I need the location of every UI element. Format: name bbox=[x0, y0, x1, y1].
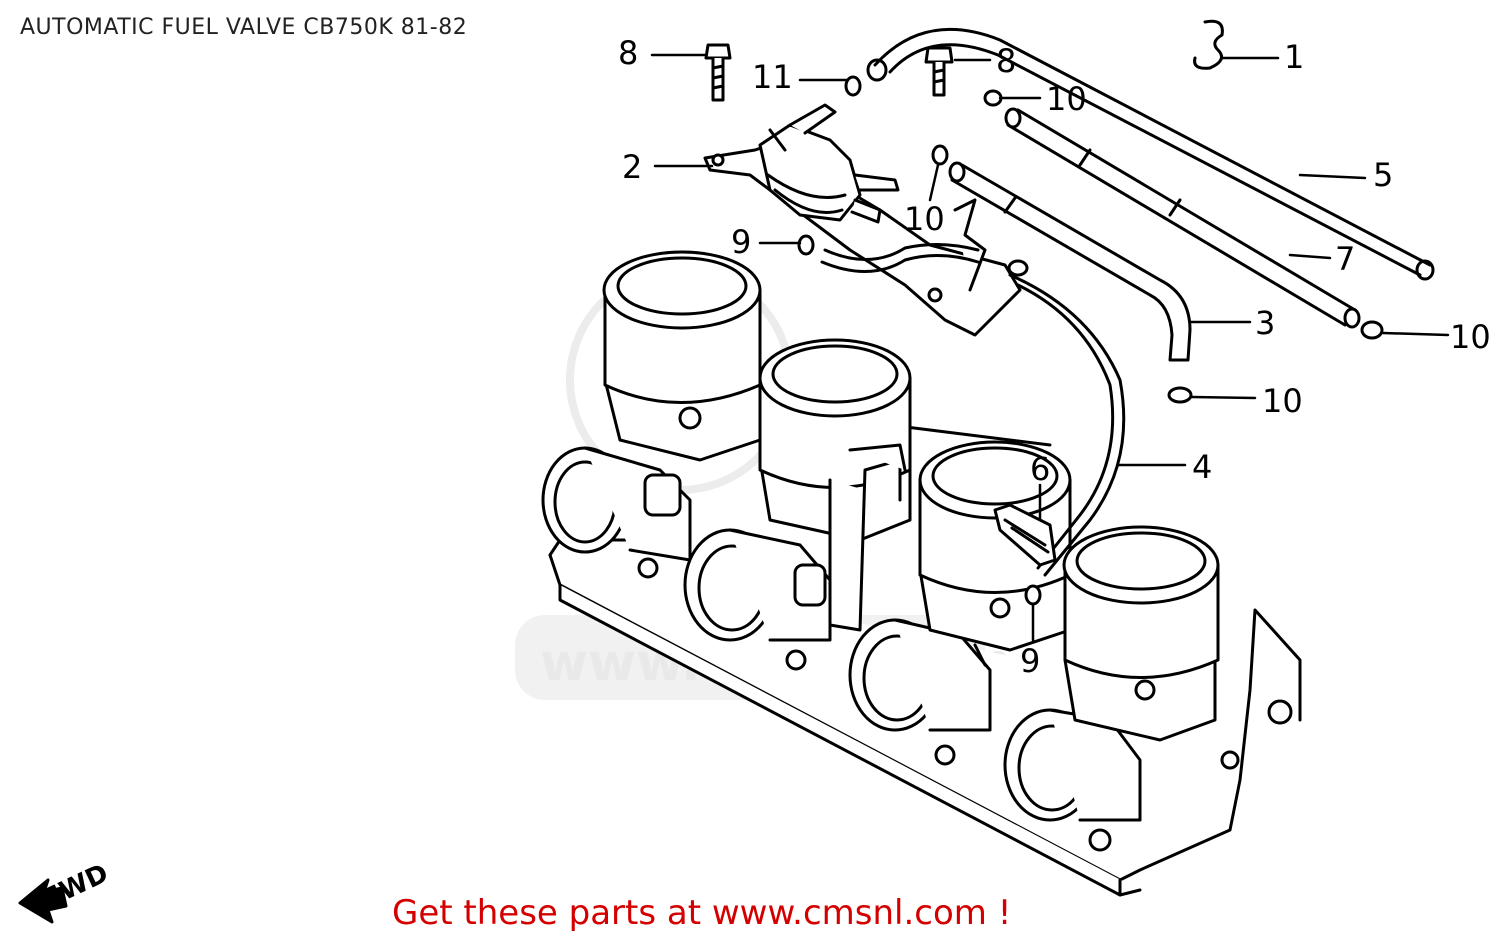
hose-5 bbox=[866, 27, 1435, 281]
carburetor-assembly bbox=[541, 250, 1302, 897]
callout-10-valve: 10 bbox=[904, 200, 945, 238]
callout-4: 4 bbox=[1192, 448, 1212, 486]
callout-10-lower: 10 bbox=[1262, 382, 1303, 420]
tube-4 bbox=[820, 242, 1126, 577]
callout-7: 7 bbox=[1335, 240, 1355, 278]
callout-3: 3 bbox=[1255, 304, 1275, 342]
callout-11: 11 bbox=[752, 58, 793, 96]
callout-10-top: 10 bbox=[1046, 80, 1087, 118]
callout-8-left: 8 bbox=[618, 34, 638, 72]
fuel-valve bbox=[703, 103, 1029, 337]
callout-9-bottom: 9 bbox=[1020, 642, 1040, 680]
hose-7 bbox=[1004, 107, 1361, 329]
leader-lines bbox=[650, 53, 1450, 642]
callout-6: 6 bbox=[1030, 450, 1050, 488]
parts-link-footer[interactable]: Get these parts at www.cmsnl.com ! bbox=[392, 893, 1012, 933]
hose-3 bbox=[948, 161, 1192, 362]
fwd-label: FWD bbox=[39, 859, 113, 915]
page-title: AUTOMATIC FUEL VALVE CB750K 81-82 bbox=[20, 15, 468, 40]
callout-2: 2 bbox=[622, 148, 642, 186]
fwd-arrow bbox=[18, 878, 68, 924]
callout-8-right: 8 bbox=[996, 42, 1016, 80]
callout-9-top: 9 bbox=[731, 223, 751, 261]
callout-1: 1 bbox=[1284, 38, 1304, 76]
callout-10-right: 10 bbox=[1450, 318, 1491, 356]
callout-5: 5 bbox=[1373, 156, 1393, 194]
